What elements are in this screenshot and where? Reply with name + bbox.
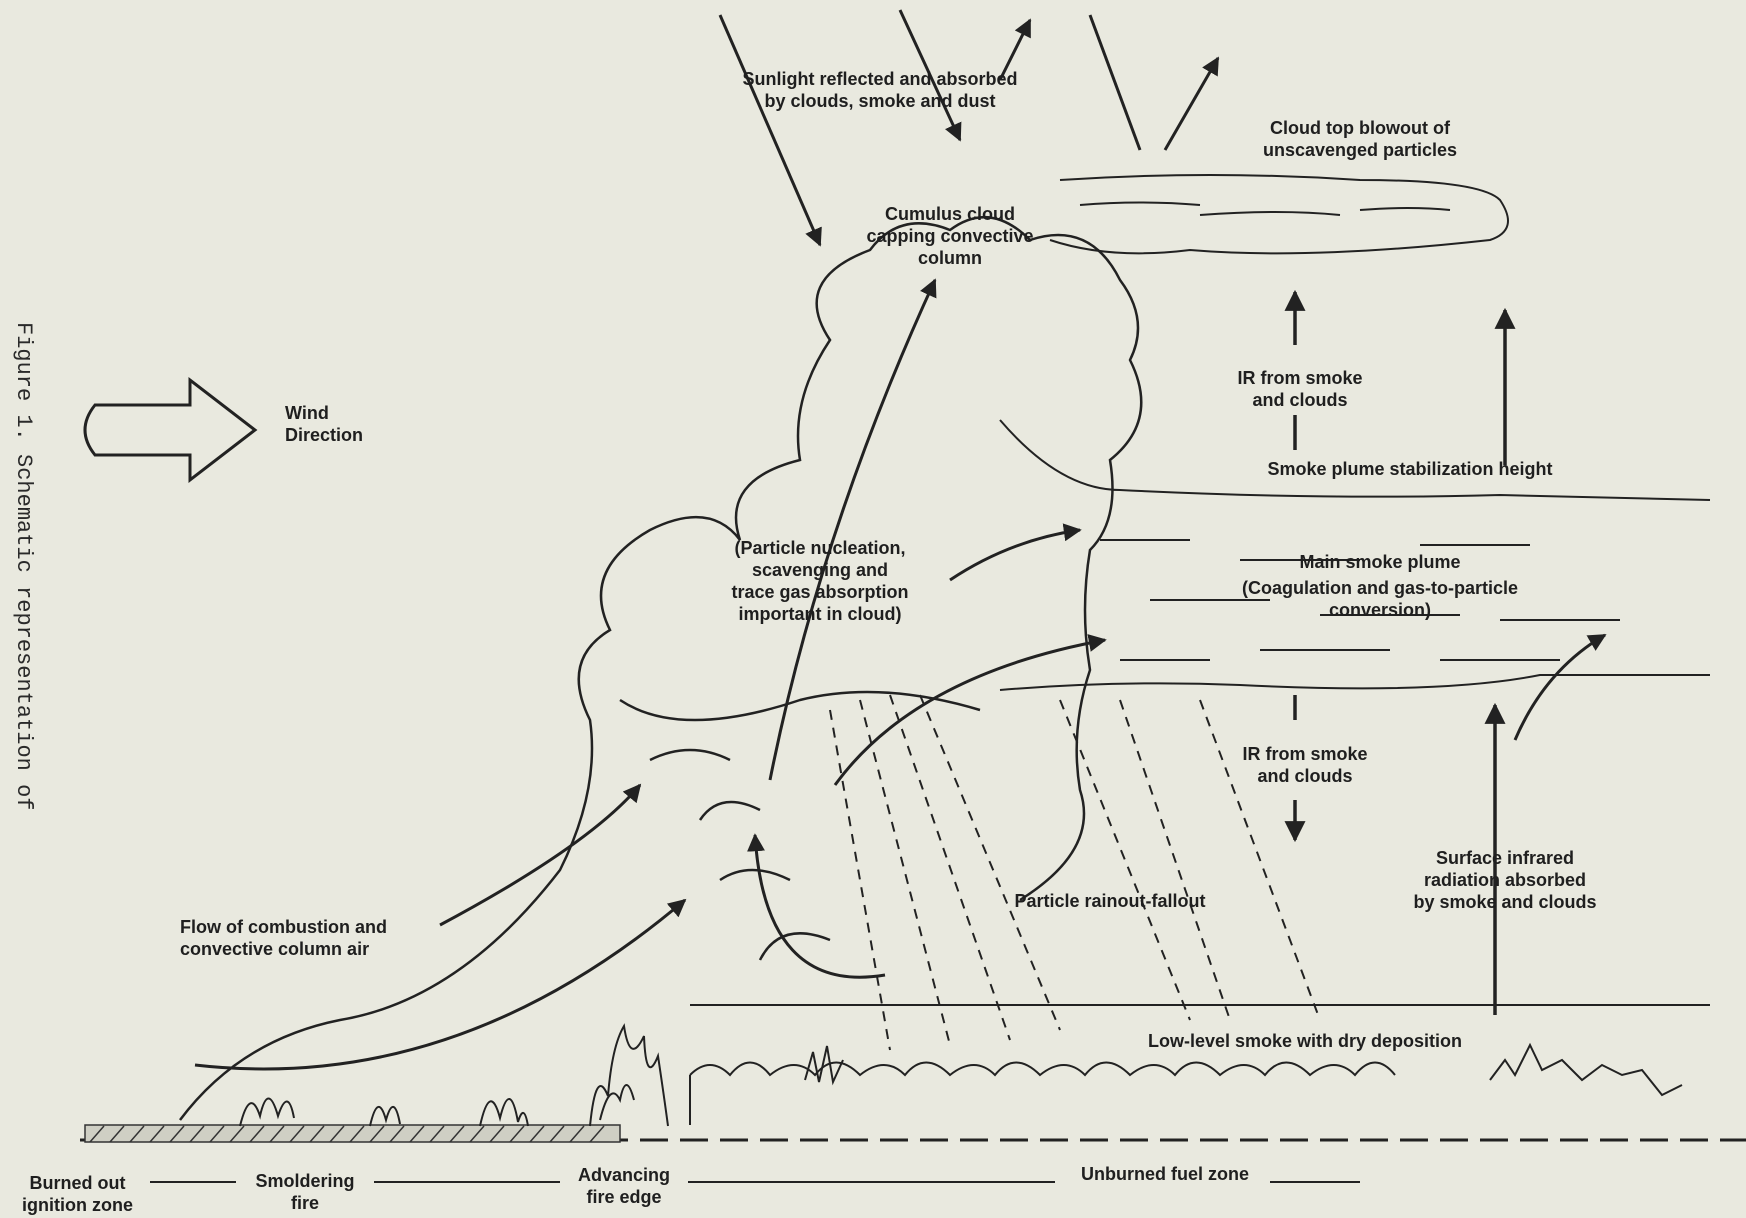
cloud-top-layer [1050,175,1508,253]
zone-unburned: Unburned fuel zone [1060,1163,1270,1185]
right-hills [1490,1045,1682,1095]
label-particle-rainout: Particle rainout-fallout [990,890,1230,912]
advancing-fire [590,1026,843,1126]
figure-caption: Figure 1. Schematic representation of ma… [12,322,36,822]
wind-arrow [85,380,255,480]
burned-zone-hatch [85,1125,620,1142]
label-stabilization-height: Smoke plume stabilization height [1225,458,1595,480]
smoldering-flames [240,1099,528,1127]
low-level-smoke [690,1005,1710,1125]
flow-arrows [195,280,1605,1069]
label-main-smoke-plume: Main smoke plume(Coagulation and gas-to-… [1210,551,1550,621]
label-low-level-smoke: Low-level smoke with dry deposition [1120,1030,1490,1052]
